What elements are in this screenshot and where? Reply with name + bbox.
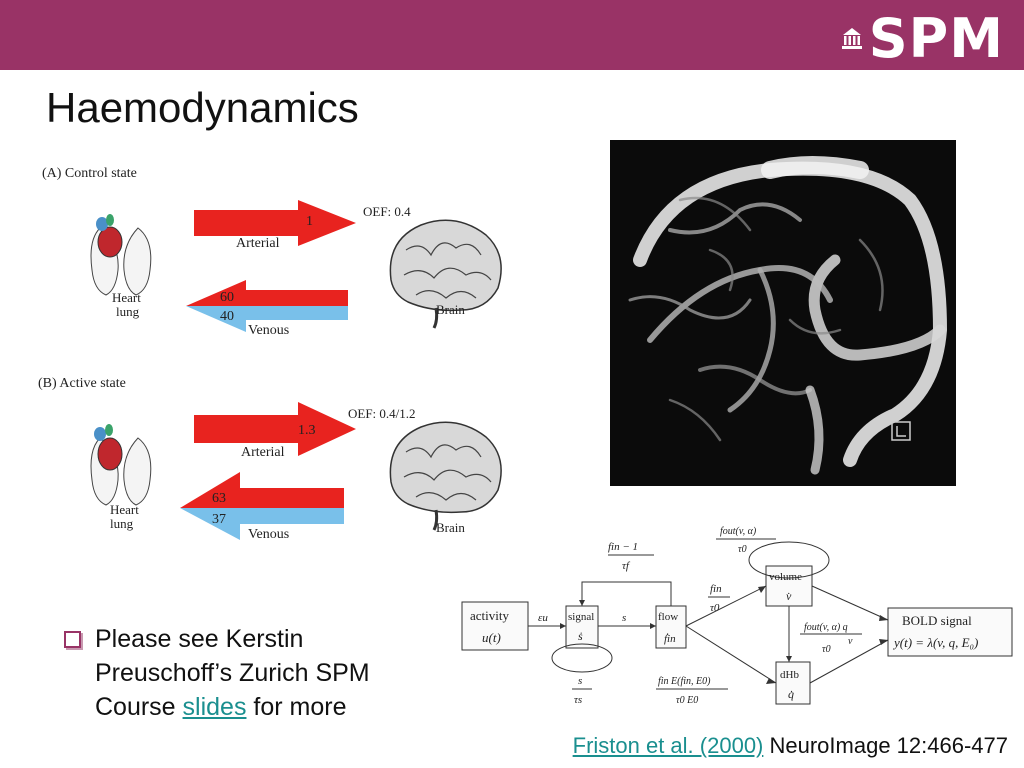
bullet-item: Please see Kerstin Preuschoff’s Zurich S…	[64, 622, 444, 724]
figure-b-venous-blue-value: 37	[212, 512, 226, 527]
citation-link[interactable]: Friston et al. (2000)	[572, 733, 764, 758]
bullet-text-after: for more	[246, 693, 347, 721]
low-num: fin E(fin, E0)	[658, 676, 711, 687]
arterial-arrow	[194, 200, 356, 246]
fout-num: fout(v, α)	[720, 526, 757, 537]
bullet-text-before: Please see Kerstin Preuschoff’s Zurich S…	[95, 625, 370, 721]
eps-u-label: εu	[538, 612, 548, 624]
heart-lung-icon	[90, 424, 152, 506]
decay-num: s	[578, 675, 582, 687]
top-eq-den: τf	[622, 560, 631, 572]
signal-var: ṡ	[578, 629, 583, 643]
heart-lung-icon	[90, 214, 152, 296]
logo-text: SPM	[868, 7, 1004, 70]
figure-a-arterial-value: 1	[306, 214, 313, 229]
figure-a-arterial-label: Arterial	[236, 236, 280, 251]
figure-a-brain-label: Brain	[436, 302, 465, 317]
s-label: s	[622, 612, 626, 624]
signal-label: signal	[568, 611, 594, 623]
figure-a-lung-label: lung	[116, 304, 140, 319]
dhb-var: q̇	[788, 687, 794, 701]
figure-b-label: (B) Active state	[38, 376, 126, 391]
mid-den: τ0	[822, 644, 831, 655]
fin-den: τ0	[710, 602, 720, 614]
brain-icon	[389, 421, 502, 531]
active-state-figure: (B) Active state Heart lung 1.3 Arterial…	[36, 370, 526, 560]
page-title: Haemodynamics	[46, 84, 359, 131]
citation: Friston et al. (2000) NeuroImage 12:466-…	[573, 733, 1008, 759]
figure-a-heart-label: Heart	[112, 290, 141, 305]
figure-b-brain-label: Brain	[436, 520, 465, 535]
activity-label: activity	[470, 608, 509, 623]
figure-b-oef: OEF: 0.4/1.2	[348, 406, 416, 421]
balloon-model-diagram: activity u(t) signal ṡ flow ḟin volume v…	[458, 520, 1018, 715]
fout-den: τ0	[738, 544, 747, 555]
volume-var: v̇	[786, 589, 792, 603]
bold-equation: y(t) = λ(v, q, E₀)	[892, 635, 978, 650]
figure-a-venous-label: Venous	[248, 323, 289, 338]
figure-b-heart-label: Heart	[110, 502, 139, 517]
venous-arrow-blue	[186, 306, 348, 332]
control-state-figure: (A) Control state Heart lung 1 Arterial …	[36, 160, 526, 350]
figure-a-venous-red-value: 60	[220, 290, 234, 305]
top-eq-num: fin − 1	[608, 541, 638, 553]
bold-label: BOLD signal	[902, 613, 972, 628]
bullet-checkbox-icon	[64, 631, 81, 648]
flow-var: ḟin	[664, 633, 676, 645]
figure-b-arterial-label: Arterial	[241, 445, 285, 460]
figure-b-arterial-value: 1.3	[298, 423, 316, 438]
figure-b-lung-label: lung	[110, 516, 134, 531]
figure-a-oef: OEF: 0.4	[363, 204, 411, 219]
venous-arrow-red	[180, 472, 344, 508]
figure-a-label: (A) Control state	[42, 166, 137, 181]
activity-var: u(t)	[482, 630, 501, 645]
angiogram-image	[610, 140, 956, 486]
bullet-text: Please see Kerstin Preuschoff’s Zurich S…	[95, 622, 444, 724]
arterial-arrow	[194, 402, 356, 456]
volume-label: volume	[769, 571, 802, 583]
figure-b-venous-label: Venous	[248, 527, 289, 542]
fin-num: fin	[710, 583, 722, 595]
flow-label: flow	[658, 611, 678, 623]
brain-icon	[389, 219, 502, 329]
mid-num: fout(v, α) q	[804, 622, 848, 633]
decay-den: τs	[574, 694, 582, 706]
citation-rest: NeuroImage 12:466-477	[763, 733, 1008, 758]
building-icon	[841, 28, 862, 49]
spm-logo: SPM	[841, 7, 1004, 70]
venous-arrow-red	[186, 280, 348, 306]
dhb-label: dHb	[780, 669, 799, 681]
figure-b-venous-red-value: 63	[212, 491, 226, 506]
slides-link[interactable]: slides	[182, 693, 247, 721]
mid-num-v: v	[848, 636, 853, 647]
low-den: τ0 E0	[676, 695, 698, 706]
header-bar: SPM	[0, 0, 1024, 70]
figure-a-venous-blue-value: 40	[220, 309, 234, 324]
venous-arrow-blue	[180, 508, 344, 540]
